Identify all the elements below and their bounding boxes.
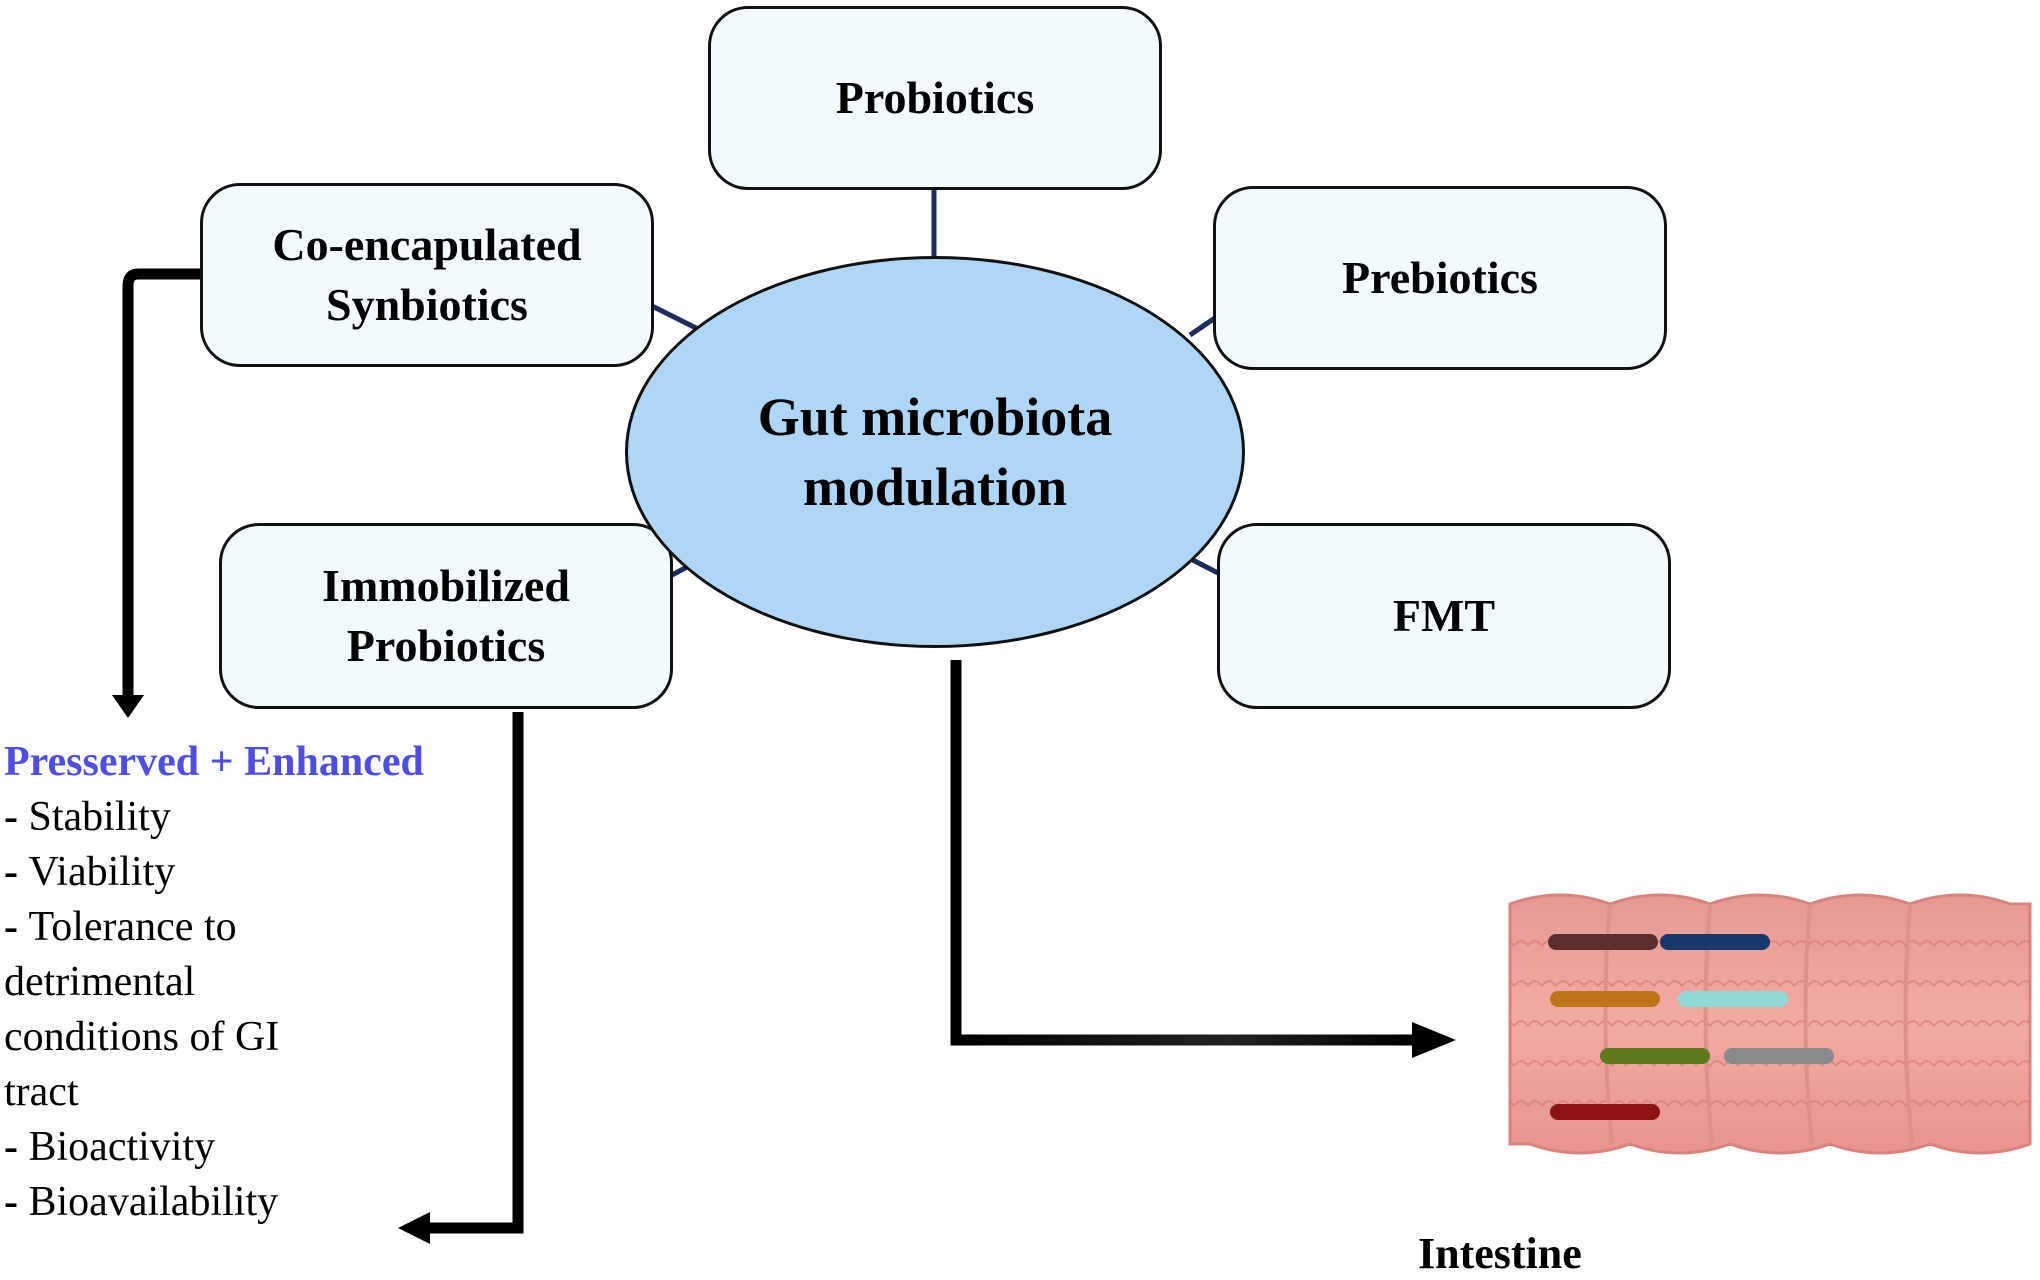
spoke-prebiotics: [1188, 315, 1217, 338]
benefit-text: Viability: [28, 849, 176, 895]
prebiotics-box: Prebiotics: [1213, 186, 1667, 370]
co-encapsulated-label-line2: Synbiotics: [326, 279, 528, 330]
benefits-heading: Presserved + Enhanced: [4, 739, 424, 785]
benefit-item: - Bioavailability: [4, 1175, 474, 1230]
bacterium-rod: [1660, 934, 1770, 950]
bacterium-rod: [1600, 1048, 1710, 1064]
arrow-immobilized-to-benefits: [398, 712, 524, 1244]
bacterium-rod: [1678, 991, 1788, 1007]
benefits-list: Presserved + Enhanced - Stability- Viabi…: [4, 735, 474, 1230]
probiotics-box: Probiotics: [708, 6, 1162, 190]
benefit-text: Tolerance to detrimental conditions of G…: [4, 904, 280, 1115]
center-label-line1: Gut microbiota: [757, 387, 1113, 447]
arrow-center-to-intestine: [950, 660, 1456, 1058]
benefit-item: - Bioactivity: [4, 1120, 474, 1175]
bacterium-rod: [1550, 1104, 1660, 1120]
connector-spokes: [648, 190, 1220, 578]
benefit-bullet: -: [4, 904, 29, 950]
intestine-illustration: [1508, 893, 2032, 1155]
benefit-items: - Stability- Viability- Tolerance to det…: [4, 790, 474, 1230]
benefit-text: Bioavailability: [28, 1179, 279, 1225]
prebiotics-label: Prebiotics: [1342, 252, 1538, 303]
bacterium-rod: [1548, 934, 1658, 950]
benefit-text: Bioactivity: [28, 1124, 216, 1170]
co-encapsulated-label-line1: Co-encapulated: [272, 219, 582, 270]
benefit-bullet: -: [4, 794, 29, 840]
benefit-bullet: -: [4, 849, 29, 895]
intestine-label: Intestine: [1418, 1229, 1582, 1278]
bacterium-rod: [1550, 991, 1660, 1007]
fmt-box: FMT: [1217, 523, 1671, 709]
benefit-item: - Tolerance to detrimental conditions of…: [4, 900, 474, 1120]
arrow-synbiotics-to-benefits: [112, 268, 200, 718]
benefit-bullet: -: [4, 1179, 29, 1225]
bacteria-group: [1548, 934, 1834, 1120]
immobilized-label-line1: Immobilized: [322, 560, 570, 611]
bacterium-rod: [1724, 1048, 1834, 1064]
co-encapsulated-synbiotics-box: Co-encapulated Synbiotics: [200, 183, 654, 367]
gut-microbiota-modulation-ellipse: Gut microbiota modulation: [625, 256, 1245, 648]
benefit-text: Stability: [28, 794, 171, 840]
center-label-line2: modulation: [802, 457, 1068, 517]
benefit-bullet: -: [4, 1124, 29, 1170]
immobilized-probiotics-box: Immobilized Probiotics: [219, 523, 673, 709]
spoke-co-encapsulated: [648, 302, 702, 333]
probiotics-label: Probiotics: [835, 72, 1035, 123]
immobilized-label-line2: Probiotics: [346, 620, 546, 671]
fmt-label: FMT: [1392, 590, 1496, 641]
intestine-folds: [1510, 916, 2030, 1136]
benefit-item: - Stability: [4, 790, 474, 845]
benefit-item: - Viability: [4, 845, 474, 900]
